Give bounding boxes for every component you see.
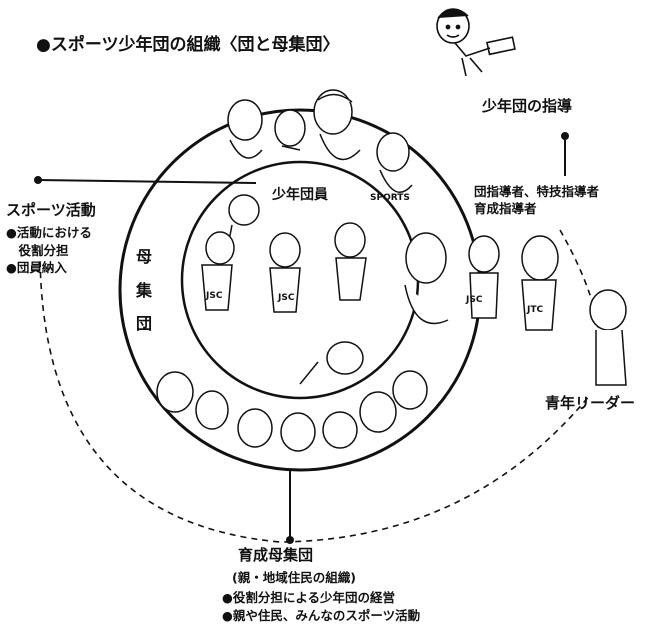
mother-group-label: 母集団 (135, 247, 152, 334)
leaders-line: 団指導者、特技指導者 (474, 184, 600, 199)
nurture-group-list: ●役割分担による少年団の経営 ●親や住民、みんなのスポーツ活動 (222, 589, 420, 624)
nurture-group-title: 育成母集団 (238, 546, 314, 564)
sports-activity-connector (37, 179, 257, 184)
adult-figure (237, 408, 273, 448)
members-label: 少年団員 (272, 187, 328, 203)
shirt-label: JTC (526, 305, 543, 315)
member-figure (299, 341, 364, 385)
adult-figure (156, 371, 194, 413)
sports-activity-list: ●活動における 役割分担 ●団員納入 (6, 224, 92, 277)
nurture-group-subtitle: (親・地域住民の組織) (232, 570, 356, 585)
list-item: ●役割分担による少年団の経営 (222, 590, 396, 605)
dashed-extended-ring (39, 249, 591, 543)
adult-figure (359, 391, 397, 433)
member-figure (269, 232, 301, 313)
youth-leader-label: 青年リーダー (545, 394, 636, 412)
shirt-label: SPORTS (370, 193, 410, 203)
dashed-ring-right (559, 229, 601, 351)
sports-activity-dot (34, 176, 42, 184)
guidance-dot (561, 132, 569, 140)
adult-figure (376, 132, 413, 194)
adult-figure (195, 390, 229, 430)
list-item: ●活動における (6, 225, 92, 240)
adult-figure (404, 232, 449, 325)
adult-figure (468, 235, 500, 319)
list-item: ●親や住民、みんなのスポーツ活動 (222, 607, 421, 623)
adult-figure (227, 99, 263, 159)
nurture-dot (286, 536, 294, 544)
member-figure (334, 222, 367, 301)
list-item: ●団員納入 (6, 260, 67, 275)
adult-figure (521, 235, 559, 331)
shirt-labels: JSC JSC JSC SPORTS JTC (205, 193, 543, 315)
adult-figure (392, 370, 428, 410)
diagram-title: ●スポーツ少年団の組織〈団と母集団〉 (36, 35, 340, 55)
people-figures (156, 89, 627, 452)
adult-figure (274, 109, 306, 151)
sports-activity-title: スポーツ活動 (6, 201, 96, 219)
leaders-line: 育成指導者 (474, 200, 537, 216)
shirt-label: JSC (465, 295, 483, 305)
list-item: 役割分担 (6, 242, 69, 258)
adult-figure (280, 412, 316, 452)
member-figure (201, 231, 235, 311)
adult-figure (313, 89, 361, 161)
youth-guidance-title: 少年団の指導 (482, 97, 573, 115)
shirt-label: JSC (277, 293, 295, 303)
leaders-text: 団指導者、特技指導者 育成指導者 (474, 184, 599, 218)
adult-figure (589, 289, 627, 386)
shirt-label: JSC (205, 291, 223, 301)
adult-figure (322, 411, 358, 449)
mascot-kid-illustration (436, 8, 516, 77)
